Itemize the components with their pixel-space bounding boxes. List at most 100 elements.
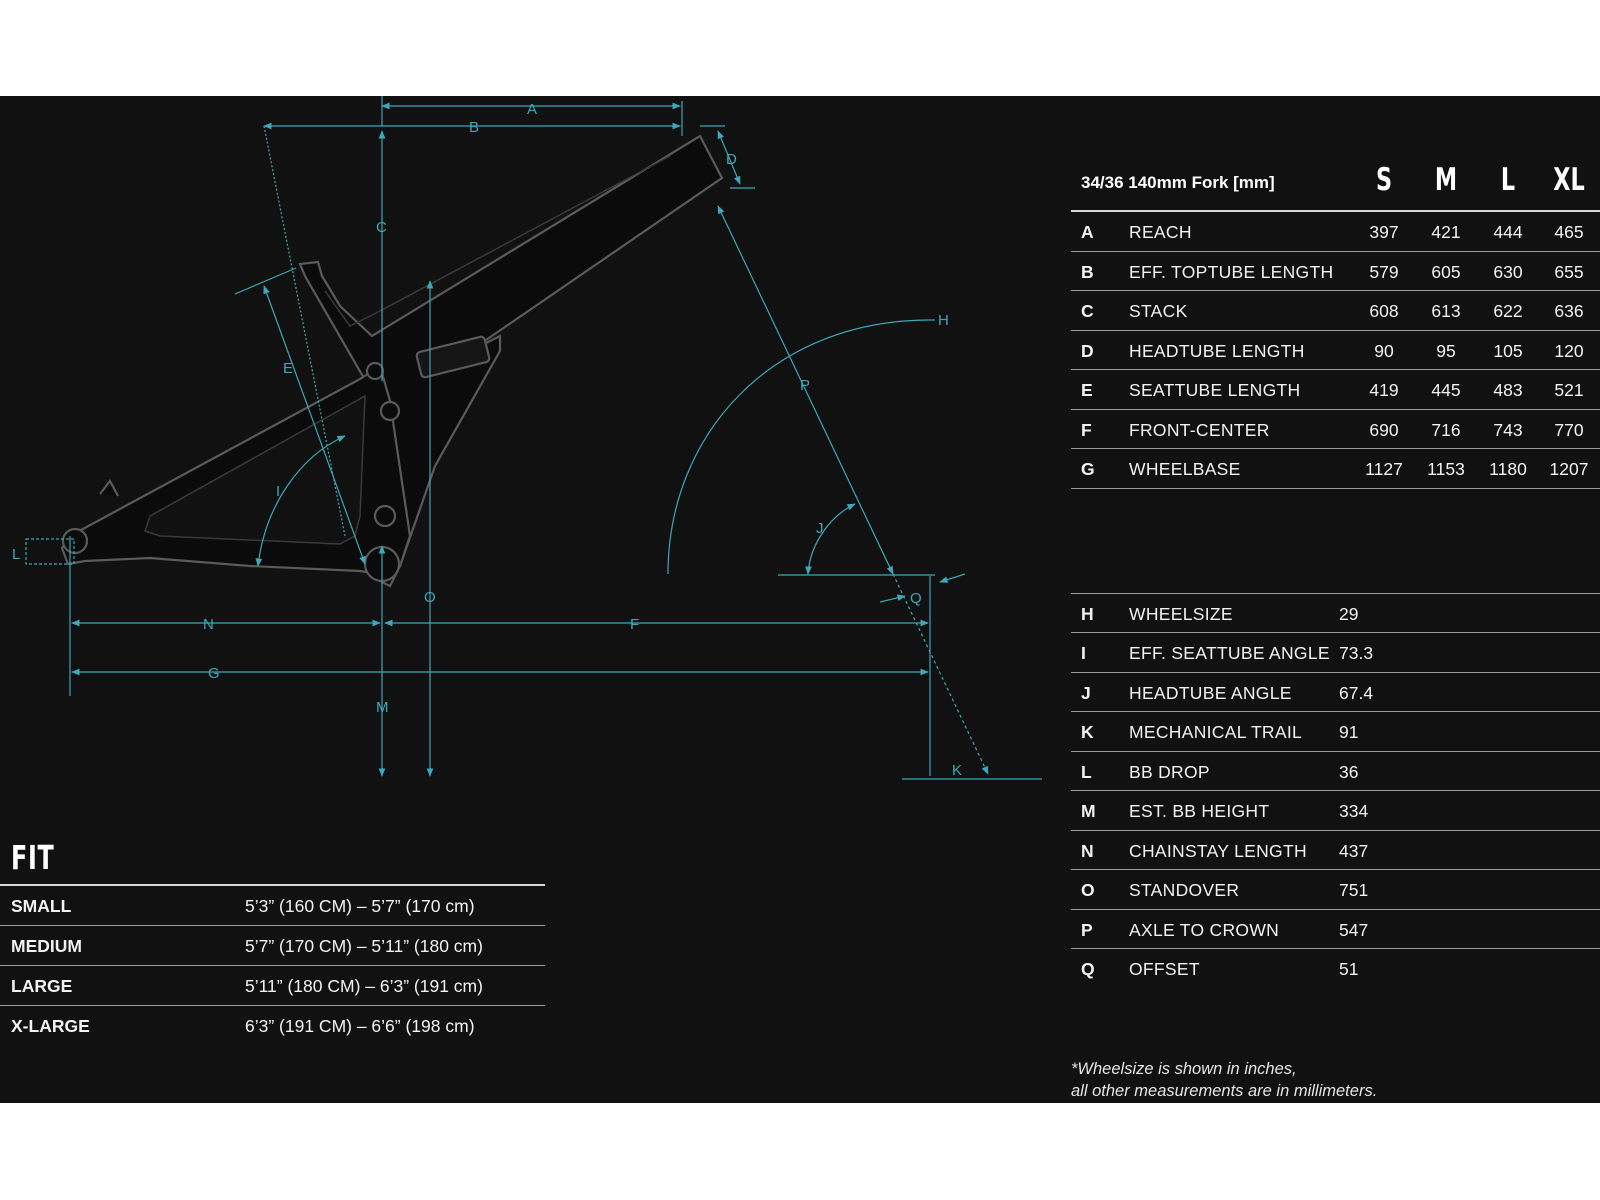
row-name: FRONT-CENTER xyxy=(1129,419,1270,440)
fit-height-range: 5’11” (180 CM) – 6’3” (191 cm) xyxy=(245,976,483,996)
row-value: 1127 xyxy=(1365,459,1403,479)
table-row: P AXLE TO CROWN 547 xyxy=(1071,910,1600,949)
table-row: Q OFFSET 51 xyxy=(1071,949,1600,988)
row-value: 465 xyxy=(1554,222,1584,242)
row-code: J xyxy=(1081,682,1091,703)
label-g: G xyxy=(208,665,220,682)
row-value: 1207 xyxy=(1549,459,1589,479)
note-line-2: all other measurements are in millimeter… xyxy=(1071,1082,1378,1100)
table-row: O STANDOVER 751 xyxy=(1071,870,1600,910)
row-value: 608 xyxy=(1369,301,1399,321)
label-m: M xyxy=(376,699,389,716)
row-name: CHAINSTAY LENGTH xyxy=(1129,840,1307,861)
row-code: K xyxy=(1081,722,1094,742)
row-code: P xyxy=(1081,919,1093,940)
size-header-s: S xyxy=(1375,162,1393,198)
row-code: E xyxy=(1081,380,1093,400)
fit-size-label: LARGE xyxy=(11,976,73,996)
label-o: O xyxy=(424,589,436,606)
label-k: K xyxy=(952,762,962,779)
row-name: EFF. SEATTUBE ANGLE xyxy=(1129,643,1330,663)
row-name: EFF. TOPTUBE LENGTH xyxy=(1129,261,1334,282)
row-name: WHEELSIZE xyxy=(1129,603,1233,624)
row-name: HEADTUBE ANGLE xyxy=(1129,682,1292,703)
row-value: 630 xyxy=(1493,261,1523,282)
row-code: Q xyxy=(1081,959,1095,979)
row-name: STACK xyxy=(1129,301,1188,321)
label-e: E xyxy=(283,360,293,377)
row-value: 334 xyxy=(1339,801,1369,821)
row-value: 636 xyxy=(1554,301,1584,321)
label-a: A xyxy=(527,101,537,118)
row-value: 483 xyxy=(1493,380,1523,400)
geometry-table-header: 34/36 140mm Fork [mm] S M L XL xyxy=(1071,156,1600,212)
note-line-1: *Wheelsize is shown in inches, xyxy=(1071,1060,1297,1078)
fit-row: LARGE 5’11” (180 CM) – 6’3” (191 cm) xyxy=(0,966,545,1006)
dimension-labels: A B C D E F G H I J K L M N O P Q xyxy=(12,101,962,779)
row-value: 105 xyxy=(1493,340,1523,361)
row-value: 605 xyxy=(1431,261,1461,282)
row-name: EST. BB HEIGHT xyxy=(1129,801,1270,821)
fit-row: MEDIUM 5’7” (170 CM) – 5’11” (180 cm) xyxy=(0,926,545,966)
row-name: BB DROP xyxy=(1129,761,1210,782)
row-value: 51 xyxy=(1339,959,1359,979)
frame-geometry-diagram: A B C D E F G H I J K L M N O P Q xyxy=(12,96,1042,780)
table-gap xyxy=(1071,489,1600,594)
fit-title: FIT xyxy=(0,838,545,886)
row-value: 547 xyxy=(1339,919,1369,940)
row-value: 90 xyxy=(1374,340,1394,361)
label-i: I xyxy=(276,483,280,500)
row-value: 445 xyxy=(1431,380,1461,400)
size-header-l: L xyxy=(1500,162,1516,198)
row-value: 120 xyxy=(1554,340,1584,361)
row-code: F xyxy=(1081,419,1092,440)
row-value: 751 xyxy=(1339,880,1369,900)
row-code: A xyxy=(1081,222,1094,242)
fit-row: X-LARGE 6’3” (191 CM) – 6’6” (198 cm) xyxy=(0,1006,545,1045)
row-name: AXLE TO CROWN xyxy=(1129,919,1280,940)
label-f: F xyxy=(630,616,639,633)
row-value: 1180 xyxy=(1489,459,1527,479)
row-name: OFFSET xyxy=(1129,959,1200,979)
row-name: MECHANICAL TRAIL xyxy=(1129,722,1303,742)
row-name: STANDOVER xyxy=(1129,880,1240,900)
row-value: 437 xyxy=(1339,840,1369,861)
row-code: I xyxy=(1081,643,1086,663)
label-c: C xyxy=(376,219,387,236)
label-j: J xyxy=(816,520,824,537)
row-value: 36 xyxy=(1339,761,1359,782)
row-code: O xyxy=(1081,880,1095,900)
table-row: J HEADTUBE ANGLE 67.4 xyxy=(1071,673,1600,712)
row-value: 1153 xyxy=(1427,459,1465,479)
row-value: 690 xyxy=(1369,419,1399,440)
fit-height-range: 6’3” (191 CM) – 6’6” (198 cm) xyxy=(245,1016,475,1036)
fit-size-label: X-LARGE xyxy=(11,1016,90,1036)
row-value: 444 xyxy=(1493,222,1523,242)
row-value: 67.4 xyxy=(1339,682,1374,703)
label-b: B xyxy=(469,119,479,136)
geometry-panel: A B C D E F G H I J K L M N O P Q 34/36 … xyxy=(0,96,1600,1103)
rear-shock xyxy=(415,335,491,379)
row-value: 421 xyxy=(1431,222,1461,242)
row-name: WHEELBASE xyxy=(1129,459,1241,479)
frame-rear-inner xyxy=(144,394,366,545)
row-value: 716 xyxy=(1431,419,1461,440)
fit-size-label: MEDIUM xyxy=(11,936,82,956)
dimension-lines xyxy=(25,96,1042,780)
fit-height-range: 5’7” (170 CM) – 5’11” (180 cm) xyxy=(245,936,483,956)
